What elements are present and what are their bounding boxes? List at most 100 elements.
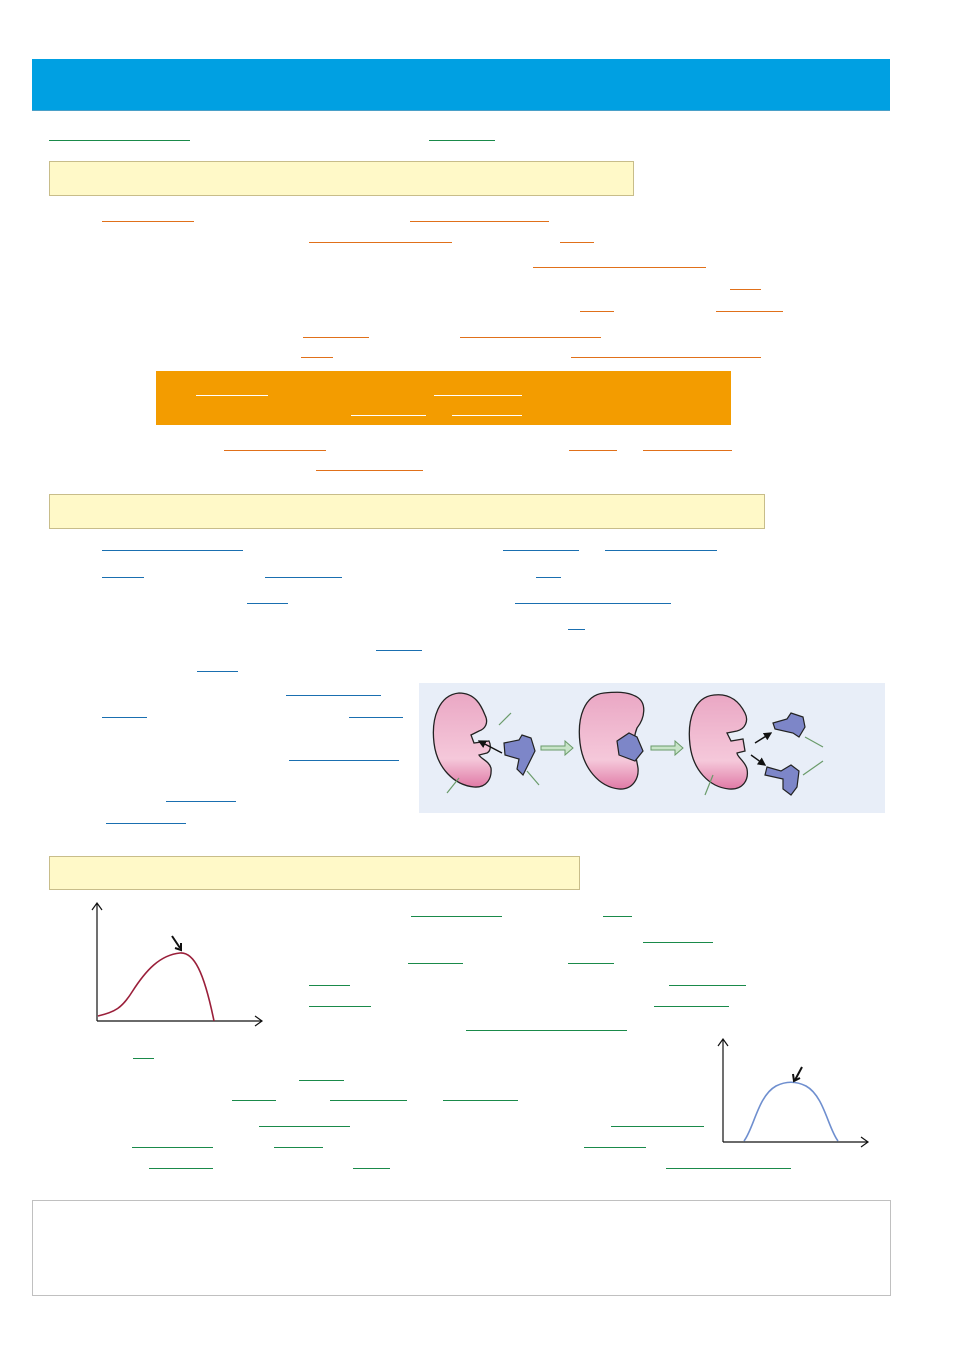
ph-graph [717,1037,870,1148]
blank-line[interactable] [408,963,463,964]
blank-line[interactable] [466,1030,627,1031]
blank-line[interactable] [536,577,561,578]
blank-line[interactable] [133,1058,154,1059]
key-point-callout [156,371,731,425]
x-axis-arrow-icon [254,1015,264,1027]
blank-line[interactable] [643,450,732,451]
blank-line[interactable] [286,695,381,696]
blank-line[interactable] [643,942,713,943]
blank-line[interactable] [429,140,495,141]
blank-line[interactable] [571,357,761,358]
label-pointer-icon [446,777,460,794]
blank-line[interactable] [309,242,452,243]
blank-line[interactable] [102,221,194,222]
blank-line[interactable] [303,337,369,338]
blank-line[interactable] [654,1006,729,1007]
arrow-icon [750,754,767,766]
blank-line[interactable] [132,1147,213,1148]
optimum-pointer-icon [171,935,181,949]
y-axis-arrow-icon [717,1037,729,1047]
blank-line[interactable] [149,1168,213,1169]
blank-line[interactable] [289,760,399,761]
substrate-icon [503,734,536,777]
enzyme-icon [578,691,645,790]
substrate-icon [616,732,644,762]
blank-line[interactable] [353,1168,390,1169]
blank-line[interactable] [301,357,333,358]
blank-line[interactable] [584,1147,646,1148]
optimum-pointer-icon [794,1066,803,1081]
y-axis-arrow-icon [91,901,103,911]
temperature-graph [91,901,264,1027]
substrate-icon [764,764,800,796]
blank-line[interactable] [102,717,147,718]
label-pointer-icon [802,760,824,776]
temperature-curve [97,952,215,1022]
blank-line[interactable] [274,1147,323,1148]
blank-line[interactable] [196,395,268,396]
blank-line[interactable] [166,801,236,802]
blank-line[interactable] [730,289,761,290]
arrow-icon [754,732,773,744]
blank-line[interactable] [351,415,426,416]
arrow-icon [477,740,503,754]
blank-line[interactable] [197,671,238,672]
enzyme-icon [688,694,749,790]
arrow-icon [650,739,684,757]
enzyme-substrate-figure [419,683,885,813]
blank-line[interactable] [102,550,243,551]
blank-line[interactable] [102,577,144,578]
arrow-icon [540,739,574,757]
blank-line[interactable] [568,629,585,630]
label-pointer-icon [498,712,512,726]
blank-line[interactable] [569,450,617,451]
blank-line[interactable] [560,242,594,243]
blank-line[interactable] [410,221,549,222]
ph-curve [743,1081,839,1142]
blank-line[interactable] [349,717,403,718]
blank-line[interactable] [611,1126,704,1127]
blank-line[interactable] [299,1080,344,1081]
label-pointer-icon [804,736,824,748]
notes-box[interactable] [32,1200,891,1296]
blank-line[interactable] [533,267,706,268]
figure-drawing [432,691,824,796]
blank-line[interactable] [666,1168,791,1169]
enzyme-icon [432,692,492,788]
blank-line[interactable] [716,311,783,312]
blank-line[interactable] [265,577,342,578]
blank-line[interactable] [247,603,288,604]
blank-line[interactable] [434,395,522,396]
blank-line[interactable] [330,1100,407,1101]
blank-line[interactable] [259,1126,350,1127]
blank-line[interactable] [580,311,614,312]
blank-line[interactable] [669,985,746,986]
label-pointer-icon [526,770,540,786]
blank-line[interactable] [515,603,671,604]
blank-line[interactable] [443,1100,518,1101]
blank-line[interactable] [452,415,522,416]
label-pointer-icon [704,774,714,796]
blank-line[interactable] [309,985,350,986]
header-bar [32,59,890,111]
blank-line[interactable] [49,140,190,141]
blank-line[interactable] [568,963,614,964]
blank-line[interactable] [603,916,632,917]
section-heading-2 [49,494,765,529]
x-axis-arrow-icon [860,1136,870,1148]
blank-line[interactable] [232,1100,276,1101]
substrate-icon [772,712,806,738]
section-heading-1 [49,161,634,196]
optimum-pointer-icon [174,943,182,952]
blank-line[interactable] [503,550,579,551]
blank-line[interactable] [224,450,326,451]
blank-line[interactable] [411,916,502,917]
blank-line[interactable] [316,470,423,471]
blank-line[interactable] [309,1006,371,1007]
section-heading-3 [49,856,580,890]
blank-line[interactable] [605,550,717,551]
blank-line[interactable] [460,337,601,338]
blank-line[interactable] [106,823,186,824]
blank-line[interactable] [376,650,422,651]
optimum-pointer-icon [792,1073,801,1083]
